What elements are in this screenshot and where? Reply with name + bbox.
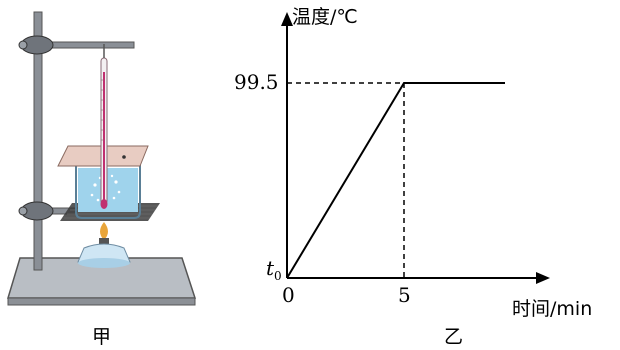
lid-hole: [122, 155, 126, 159]
temperature-time-graph: 温度/℃ 99.5 t0 0 5 时间/min 乙: [230, 0, 620, 350]
beaker: [75, 150, 141, 219]
graph-drawing: [281, 12, 550, 284]
apparatus-drawing: [6, 11, 197, 306]
bubbles: [90, 174, 121, 202]
apparatus-figure: 甲: [0, 0, 230, 350]
thermometer-scale: [101, 79, 104, 141]
y-axis-arrow: [281, 12, 293, 26]
lamp-flame: [100, 222, 108, 240]
y-tick-99-5: 99.5: [234, 70, 279, 94]
t0-label: t0: [266, 256, 282, 283]
upper-screw: [18, 40, 28, 50]
lamp-cap: [99, 238, 109, 246]
x-axis-label: 时间/min: [512, 298, 593, 320]
beaker-water: [78, 168, 138, 212]
x-axis-arrow: [536, 272, 550, 284]
x-tick-5: 5: [398, 283, 411, 307]
origin-label: 0: [282, 283, 295, 307]
thermometer-liquid: [103, 72, 105, 200]
apparatus-caption: 甲: [92, 326, 112, 348]
stand-base-edge: [7, 297, 196, 306]
temperature-curve: [286, 82, 505, 279]
lower-screw: [18, 206, 28, 216]
lamp-bottom: [78, 258, 130, 268]
y-axis-label: 温度/℃: [292, 6, 358, 28]
stand-rod: [33, 11, 43, 271]
thermometer-bulb: [100, 199, 108, 209]
graph-caption: 乙: [444, 326, 464, 348]
